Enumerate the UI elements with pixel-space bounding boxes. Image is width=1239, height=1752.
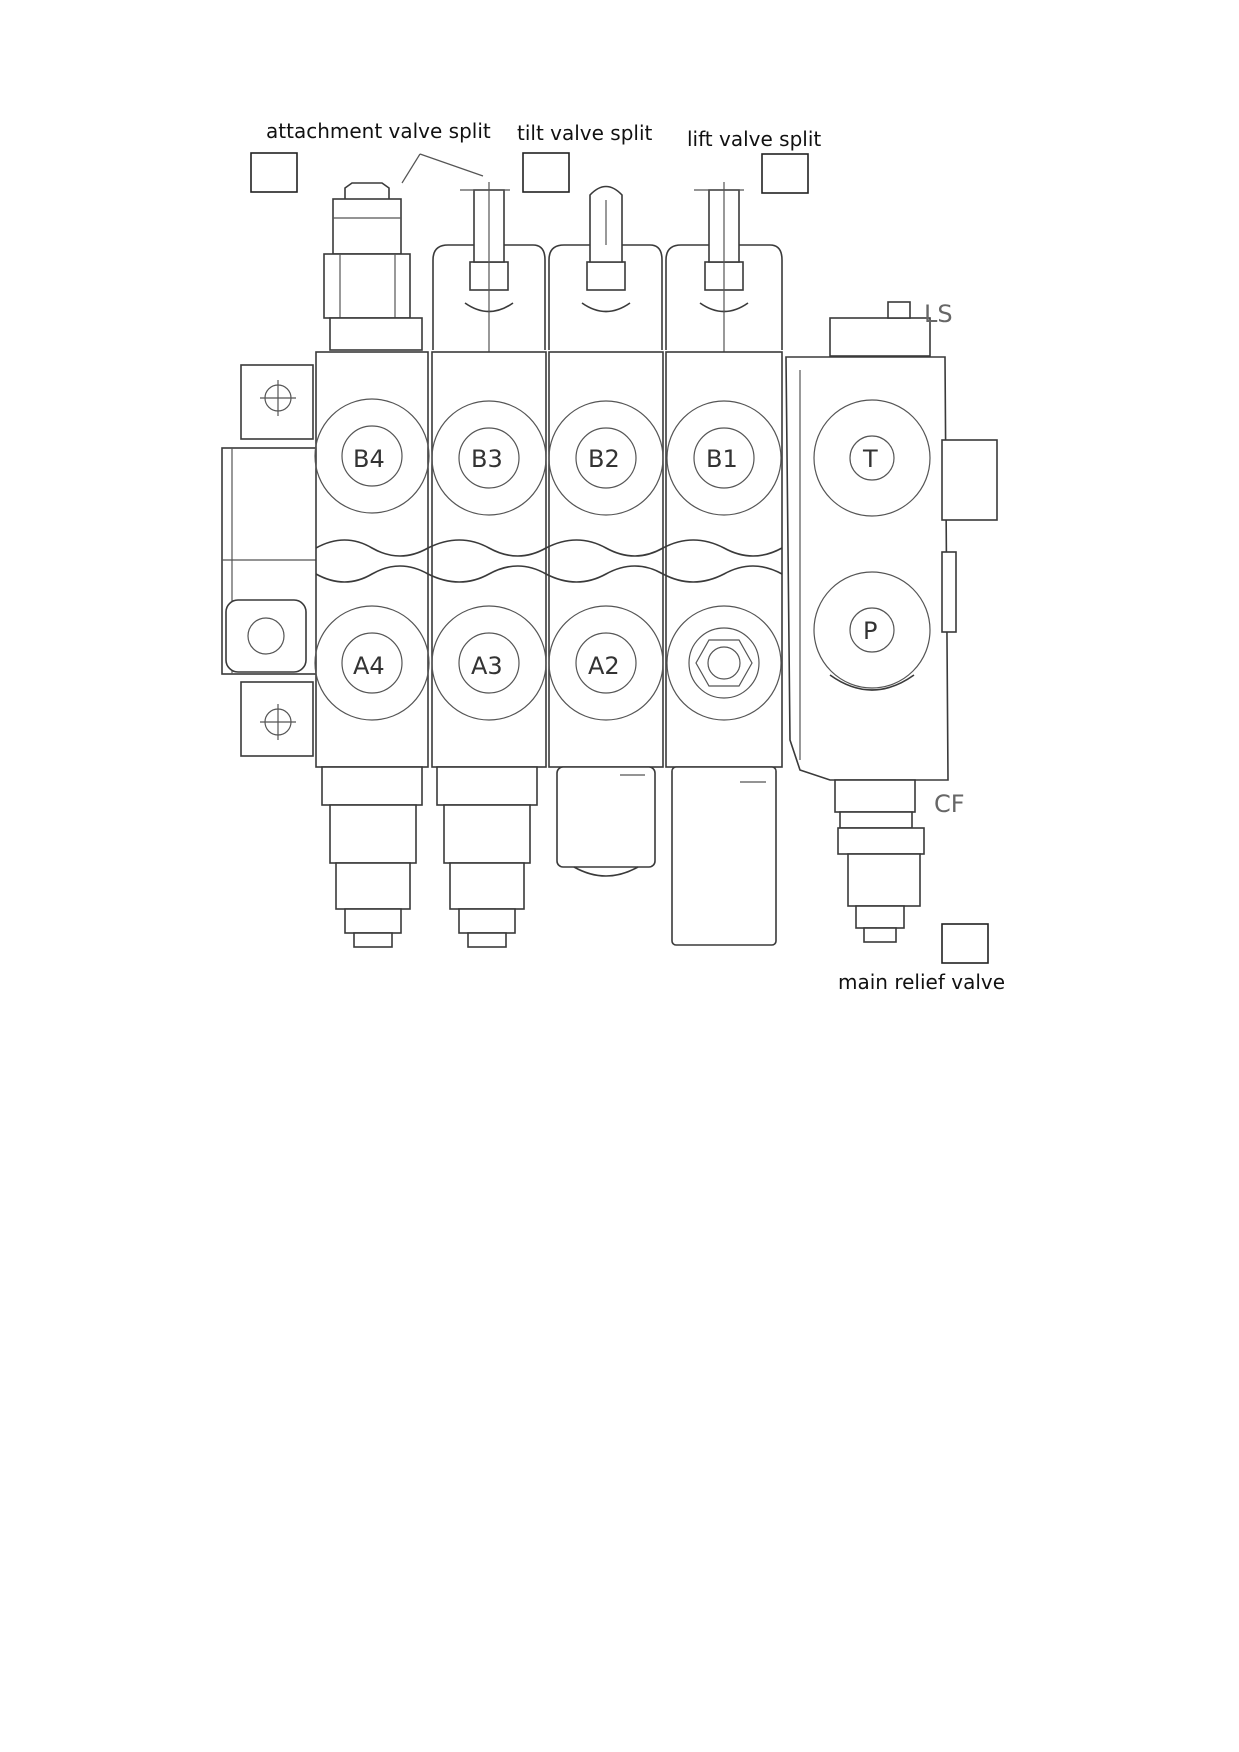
- left-end-plate: [221, 364, 330, 757]
- port-a4-label: A4: [353, 652, 385, 680]
- port-b4-label: B4: [353, 445, 385, 473]
- valve-section-bodies: [315, 351, 783, 768]
- inlet-cover: [785, 301, 998, 781]
- main-relief-answer-box[interactable]: [941, 923, 989, 964]
- port-plug-hex: [695, 639, 753, 687]
- port-p-label: P: [863, 617, 877, 645]
- mounting-hole-top: [260, 380, 296, 416]
- a-ports: [314, 605, 782, 721]
- section-1-bottom-plug: [671, 766, 777, 946]
- section-2-spool-cap: [548, 185, 663, 350]
- section-4-bottom-cartridge: [321, 766, 423, 948]
- tilt-valve-split-label: tilt valve split: [517, 121, 653, 145]
- b-ports: [314, 398, 782, 516]
- mounting-hole-bottom: [260, 704, 296, 740]
- section-3-bottom-cartridge: [436, 766, 538, 948]
- tilt-answer-box[interactable]: [522, 152, 570, 193]
- lift-valve-split-label: lift valve split: [687, 127, 821, 151]
- port-t-label: T: [862, 445, 878, 473]
- attachment-answer-box[interactable]: [250, 152, 298, 193]
- cf-port-tag: CF: [934, 790, 965, 818]
- attachment-valve-split-label: attachment valve split: [266, 119, 491, 143]
- port-a3-label: A3: [471, 652, 503, 680]
- port-b3-label: B3: [471, 445, 503, 473]
- attachment-relief-cartridge: [323, 182, 423, 351]
- section-1-spool-cap: [665, 182, 783, 360]
- port-b2-label: B2: [588, 445, 620, 473]
- lift-answer-box[interactable]: [761, 153, 809, 194]
- main-relief-valve-label: main relief valve: [838, 970, 1005, 994]
- main-relief-cartridge: [834, 779, 925, 943]
- section-2-bottom-plug: [556, 766, 656, 877]
- section-3-spool-cap: [432, 182, 546, 360]
- attachment-leader-lines: [401, 153, 484, 184]
- port-a2-label: A2: [588, 652, 620, 680]
- ls-port-tag: LS: [924, 300, 953, 328]
- port-b1-label: B1: [706, 445, 738, 473]
